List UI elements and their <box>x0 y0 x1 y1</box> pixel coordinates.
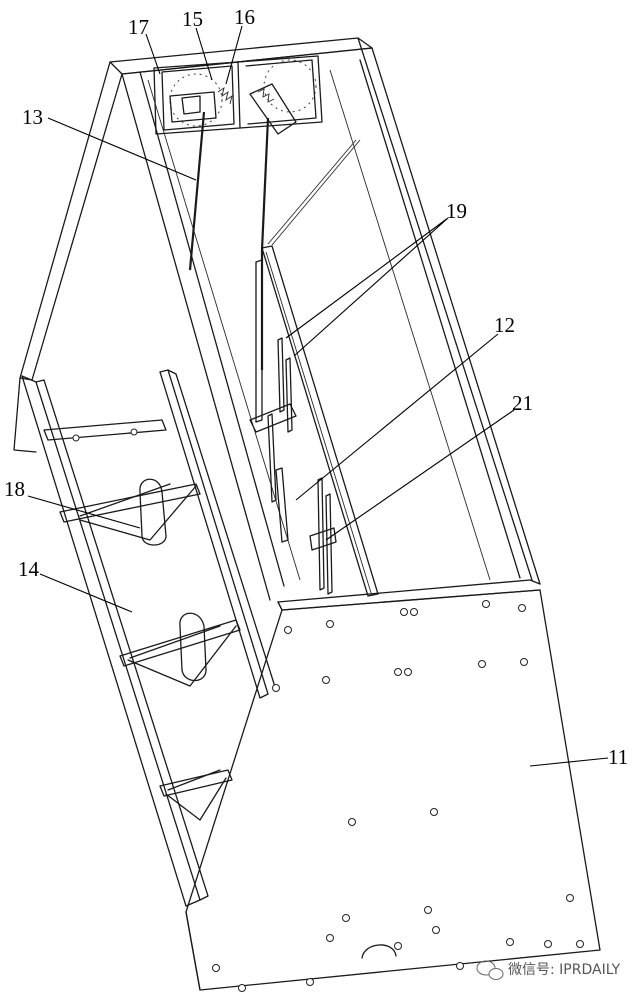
bracket-21 <box>309 477 337 595</box>
front-panel <box>185 589 601 992</box>
callout-14: 14 <box>18 557 40 581</box>
side-frame <box>21 369 277 907</box>
watermark-text: 微信号: IPRDAILY <box>508 962 621 978</box>
hole-pattern-right <box>263 59 317 113</box>
spring-left <box>217 86 233 105</box>
callout-11: 11 <box>608 745 628 769</box>
hole-pattern-left <box>169 73 223 127</box>
callout-16: 16 <box>234 5 255 29</box>
callout-17: 17 <box>128 15 149 39</box>
callout-labels: 15 16 17 13 19 12 21 18 14 11 <box>4 5 628 769</box>
rods <box>188 111 361 370</box>
spring-right <box>257 88 275 103</box>
callout-21: 21 <box>512 391 533 415</box>
top-mount-plates <box>153 55 323 135</box>
callout-12: 12 <box>494 313 515 337</box>
leader-lines <box>27 25 609 767</box>
callout-19: 19 <box>446 199 467 223</box>
callout-18: 18 <box>4 477 25 501</box>
callout-13: 13 <box>22 105 43 129</box>
guide-plate <box>255 245 379 597</box>
panel-bolts <box>212 600 584 992</box>
callout-15: 15 <box>182 7 203 31</box>
watermark: 微信号: IPRDAILY <box>476 960 621 980</box>
bracket-19 <box>249 337 297 543</box>
wechat-icon <box>476 960 504 980</box>
